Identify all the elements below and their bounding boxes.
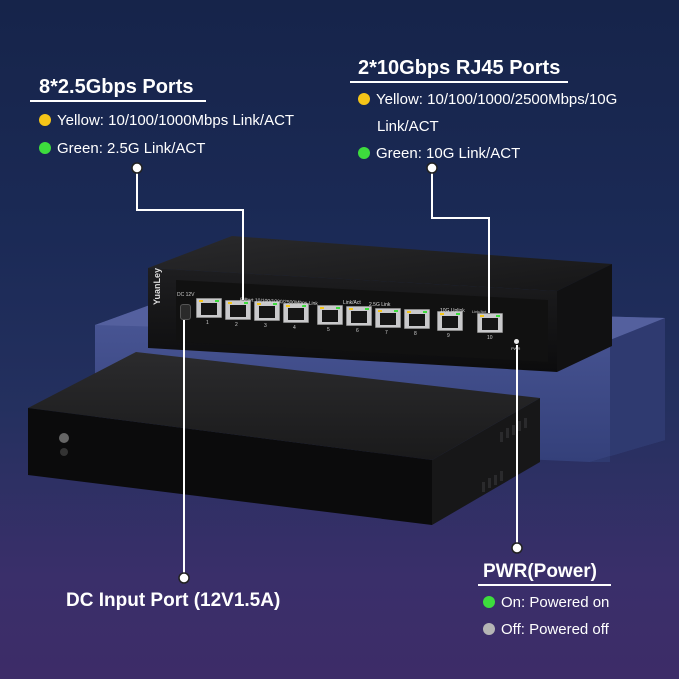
port-number-label: 5 <box>327 327 330 333</box>
port-led <box>336 307 340 309</box>
left-yellow-text: Yellow: 10/100/1000Mbps Link/ACT <box>57 112 295 129</box>
pwr-on-line: On: Powered on <box>483 594 609 611</box>
g25-link-label: 2.5G Link <box>369 302 391 308</box>
left-green-line: Green: 2.5G Link/ACT <box>39 140 205 157</box>
rj45-port <box>346 306 372 326</box>
port-number-label: 2 <box>235 322 238 328</box>
dc-input-port <box>180 304 191 320</box>
green-led-icon <box>39 142 51 154</box>
green-led-icon <box>358 147 370 159</box>
rj45-port-opening <box>230 305 246 317</box>
right-yellow-text-1: Yellow: 10/100/1000/2500Mbps/10G <box>376 91 618 108</box>
right-yellow-line: Yellow: 10/100/1000/2500Mbps/10G <box>358 91 617 108</box>
rj45-port-opening <box>288 308 304 320</box>
rj45-port-opening <box>380 313 396 325</box>
left-callout-underline <box>30 100 206 102</box>
right-yellow-text-2: Link/ACT <box>377 118 439 135</box>
yellow-led-icon <box>358 93 370 105</box>
port-led <box>257 303 261 305</box>
left-green-text: Green: 2.5G Link/ACT <box>57 140 206 157</box>
port-led <box>349 308 353 310</box>
rj45-port <box>437 311 463 331</box>
port-led <box>456 313 460 315</box>
port-led <box>394 310 398 312</box>
port-led <box>496 315 500 317</box>
rj45-port <box>254 301 280 321</box>
callout-lines <box>136 170 518 578</box>
port-led <box>199 300 203 302</box>
port-number-label: 7 <box>385 330 388 336</box>
uplink-label: 10G Uplink <box>440 308 465 314</box>
green-led-icon <box>483 596 495 608</box>
pwr-callout-underline <box>478 584 611 586</box>
port-number-label: 1 <box>206 320 209 326</box>
port-led <box>378 310 382 312</box>
dc-callout-title: DC Input Port (12V1.5A) <box>66 590 281 611</box>
rj45-port <box>375 308 401 328</box>
callout-endpoints <box>131 162 523 584</box>
port-led <box>440 313 444 315</box>
pwr-callout-title: PWR(Power) <box>483 561 597 582</box>
rj45-port-opening <box>409 314 425 326</box>
rj45-port <box>317 305 343 325</box>
port-led <box>365 308 369 310</box>
rj45-port-opening <box>322 310 338 322</box>
rj45-port-opening <box>259 306 275 318</box>
pwr-led-label: PWR <box>511 346 521 351</box>
switch-unit <box>148 236 612 372</box>
link-act-label: Link/Act <box>343 300 361 306</box>
left-yellow-line: Yellow: 10/100/1000Mbps Link/ACT <box>39 112 294 129</box>
pwr-off-text: Off: Powered off <box>501 621 609 638</box>
port-led <box>273 303 277 305</box>
right-green-line: Green: 10G Link/ACT <box>358 145 520 162</box>
port-number-label: 8 <box>414 331 417 337</box>
switch-side-box <box>28 352 540 525</box>
rj45-port-opening <box>351 311 367 323</box>
port-number-label: 10 <box>487 335 493 341</box>
port-led <box>320 307 324 309</box>
dc-port-label: DC 12V <box>177 292 195 298</box>
rj45-port <box>283 303 309 323</box>
port-led <box>215 300 219 302</box>
port-led <box>302 305 306 307</box>
port-led <box>423 311 427 313</box>
brand-logo: YuanLey <box>152 267 162 305</box>
right-green-text: Green: 10G Link/ACT <box>376 145 521 162</box>
yellow-led-icon <box>39 114 51 126</box>
port-led <box>286 305 290 307</box>
port-led <box>244 302 248 304</box>
port-number-label: 6 <box>356 328 359 334</box>
port-number-label: 3 <box>264 323 267 329</box>
rj45-port <box>225 300 251 320</box>
left-callout-title: 8*2.5Gbps Ports <box>39 76 194 98</box>
rj45-port <box>196 298 222 318</box>
gray-led-icon <box>483 623 495 635</box>
port-number-label: 9 <box>447 333 450 339</box>
pwr-led <box>514 339 519 344</box>
rj45-port <box>477 313 503 333</box>
pwr-on-text: On: Powered on <box>501 594 610 611</box>
right-callout-title: 2*10Gbps RJ45 Ports <box>358 57 561 79</box>
right-callout-underline <box>350 81 568 83</box>
uplink-small-label: Link/Act <box>472 309 487 314</box>
rj45-port-opening <box>482 318 498 330</box>
rj45-port-opening <box>201 303 217 315</box>
rj45-port <box>404 309 430 329</box>
port-led <box>407 311 411 313</box>
rj45-port-opening <box>442 316 458 328</box>
port-number-label: 4 <box>293 325 296 331</box>
port-led <box>480 315 484 317</box>
pwr-off-line: Off: Powered off <box>483 621 609 638</box>
port-led <box>228 302 232 304</box>
